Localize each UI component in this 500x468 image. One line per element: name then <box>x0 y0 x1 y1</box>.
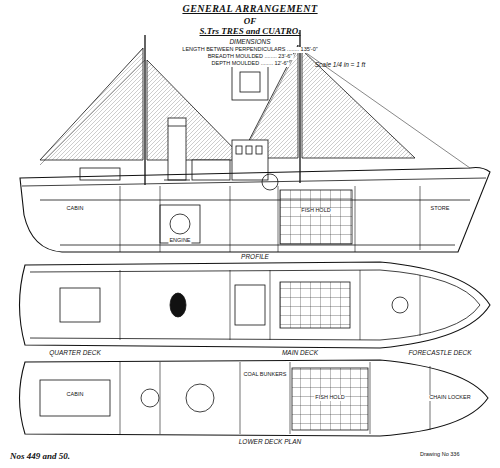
view-label: MAIN DECK <box>282 350 318 357</box>
ship-name: S.Trs TRES and CUATRO. <box>200 27 301 36</box>
view-label: PROFILE <box>241 254 269 261</box>
drawing-title: GENERAL ARRANGEMENT <box>182 4 317 15</box>
view-label: LOWER DECK PLAN <box>239 439 302 446</box>
view-label: FORECASTLE DECK <box>408 350 471 357</box>
room-label: CABIN <box>66 206 85 212</box>
room-label: STORE <box>430 206 451 212</box>
room-label: FISH HOLD <box>314 395 345 401</box>
view-label: QUARTER DECK <box>49 350 101 357</box>
room-label: ENGINE <box>168 238 191 244</box>
yard-number: Nos 449 and 50. <box>10 452 70 461</box>
drawing-number: Drawing No 336 <box>420 452 459 458</box>
dimension-note: BREADTH MOULDED ........ 23'-6" <box>207 54 294 60</box>
dimension-note: LENGTH BETWEEN PERPENDICULARS ........ 1… <box>181 47 318 53</box>
dimension-note: DEPTH MOULDED ........ 12'-6" <box>211 61 290 67</box>
room-label: COAL BUNKERS <box>243 372 288 378</box>
scale-note: Scale 1/4 in = 1 ft <box>315 62 365 69</box>
room-label: CABIN <box>66 392 85 398</box>
room-label: CHAIN LOCKER <box>428 395 471 401</box>
room-label: FISH HOLD <box>300 208 331 214</box>
title-line: OF <box>244 17 257 26</box>
dimensions-heading: DIMENSIONS <box>229 39 270 46</box>
